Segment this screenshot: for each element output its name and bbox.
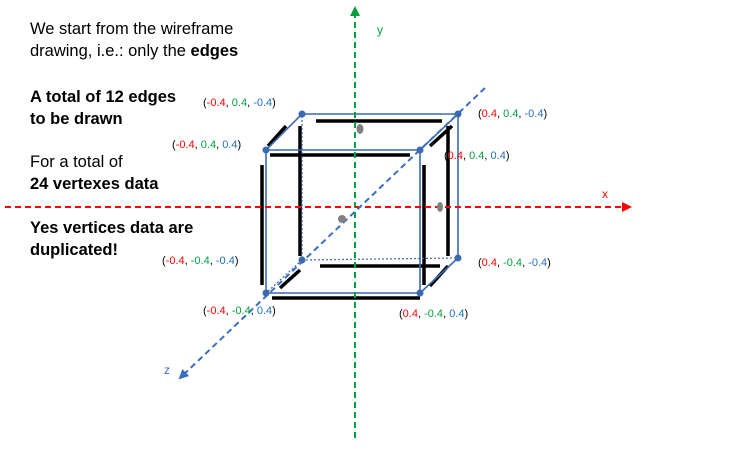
coord-y: 0.4 <box>200 139 217 151</box>
vertex-label-front-bottom-left: (-0.4, -0.4, 0.4) <box>203 305 276 317</box>
coord-x: -0.4 <box>165 255 185 267</box>
face-center-marker-right <box>437 202 443 212</box>
vertex-label-back-top-left: (-0.4, 0.4, -0.4) <box>203 97 276 109</box>
duplicated-text: Yes vertices data are duplicated! <box>30 217 193 261</box>
coord-z: -0.4 <box>528 257 548 269</box>
hidden-edge-back-bottom <box>301 257 459 261</box>
vertex-line-1: For a total of <box>30 153 123 171</box>
coord-y: -0.4 <box>190 255 210 267</box>
vertex-label-back-bottom-right: (0.4, -0.4, -0.4) <box>478 257 551 269</box>
vertex-dot <box>454 254 462 262</box>
coord-y: -0.4 <box>424 308 444 320</box>
vertex-line-2: 24 vertexes data <box>30 175 159 193</box>
intro-text: We start from the wireframe drawing, i.e… <box>30 18 238 62</box>
coord-z: 0.4 <box>490 150 506 162</box>
intro-line-2-prefix: drawing, i.e.: only the <box>30 42 186 60</box>
x-axis-label: x <box>602 187 608 201</box>
face-center-markers <box>338 124 443 223</box>
coord-z: 0.4 <box>256 305 273 317</box>
coord-z: -0.4 <box>253 97 273 109</box>
dup-line-2: duplicated! <box>30 241 119 259</box>
vertex-dot <box>262 146 270 154</box>
wire-top-left <box>265 113 303 151</box>
vertex-label-front-top-left: (-0.4, 0.4, 0.4) <box>172 139 242 151</box>
coord-z: 0.4 <box>222 139 238 151</box>
wire-bottom-right <box>419 257 459 294</box>
edges-line-2: to be drawn <box>30 110 123 128</box>
intro-line-2: drawing, i.e.: only the edges <box>30 40 238 62</box>
edge-top-right <box>428 124 454 148</box>
cube-hidden-edges <box>265 116 459 294</box>
coord-z: 0.4 <box>449 308 465 320</box>
intro-line-2-bold: edges <box>190 42 239 60</box>
coord-y: 0.4 <box>469 150 485 162</box>
vertex-label-front-top-right: (0.4, 0.4, 0.4) <box>444 150 510 162</box>
vertex-dot <box>416 289 424 297</box>
coord-x: -0.4 <box>206 97 226 109</box>
edges-count-text: A total of 12 edges to be drawn <box>30 86 176 130</box>
vertex-label-back-top-right: (0.4, 0.4, -0.4) <box>478 108 548 120</box>
vertex-count-text: For a total of 24 vertexes data <box>30 151 158 195</box>
vertex-dot <box>454 110 462 118</box>
coord-y: 0.4 <box>503 108 519 120</box>
dup-line-1: Yes vertices data are <box>30 219 194 237</box>
vertex-dot <box>262 289 270 297</box>
coord-y: 0.4 <box>231 97 248 109</box>
vertex-label-front-bottom-right: (0.4, -0.4, 0.4) <box>399 308 469 320</box>
vertex-dot <box>298 256 306 264</box>
coord-x: 0.4 <box>402 308 418 320</box>
intro-line-1: We start from the wireframe <box>30 20 234 38</box>
z-axis <box>178 87 486 380</box>
vertex-dot <box>416 146 424 154</box>
face-center-marker-top <box>356 124 364 134</box>
z-axis-label: z <box>164 363 170 377</box>
coord-x: 0.4 <box>447 150 463 162</box>
coord-z: -0.4 <box>215 255 235 267</box>
hidden-edge-bottom-left <box>265 259 303 294</box>
coord-x: 0.4 <box>481 108 497 120</box>
origin-marker <box>338 215 346 223</box>
coord-x: -0.4 <box>206 305 226 317</box>
coord-y: -0.4 <box>231 305 251 317</box>
vertex-dot <box>298 110 306 118</box>
coord-x: 0.4 <box>481 257 497 269</box>
coord-x: -0.4 <box>175 139 195 151</box>
vertex-dots <box>262 110 462 297</box>
y-axis-label: y <box>377 23 383 37</box>
edge-bottom-left <box>278 268 302 290</box>
vertex-label-back-bottom-left: (-0.4, -0.4, -0.4) <box>162 255 239 267</box>
edges-line-1: A total of 12 edges <box>30 88 177 106</box>
coord-y: -0.4 <box>503 257 523 269</box>
edge-top-left <box>266 124 288 148</box>
coord-z: -0.4 <box>524 108 544 120</box>
